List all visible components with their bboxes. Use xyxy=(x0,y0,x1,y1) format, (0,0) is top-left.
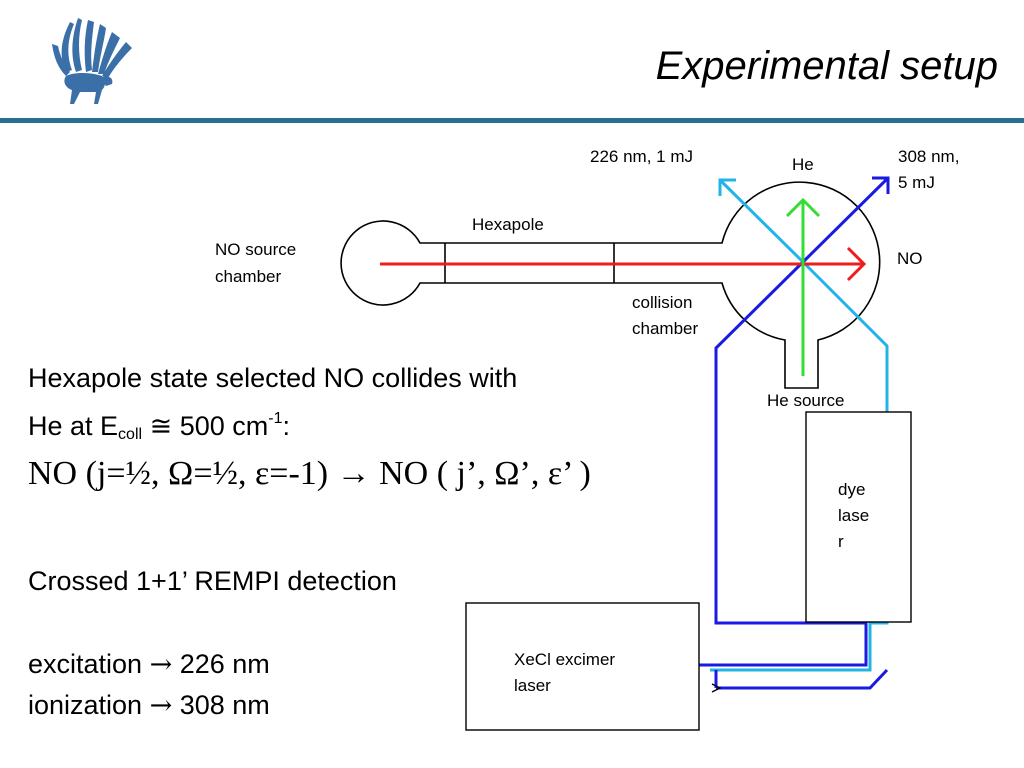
laser-226-label: 226 nm, 1 mJ xyxy=(590,147,693,166)
collision-label-line1: collision xyxy=(632,293,693,312)
approx-equal-symbol: ≅ xyxy=(149,411,173,442)
excitation-line: excitation → 226 nm xyxy=(28,648,270,681)
griffin-logo-icon xyxy=(52,18,132,104)
header-rule xyxy=(0,118,1024,123)
collision-he-text: He at E xyxy=(28,411,119,441)
he-beam-arrowhead xyxy=(785,197,821,218)
no-source-label-line1: NO source xyxy=(215,240,297,259)
collision-label-line2: chamber xyxy=(632,319,699,338)
ionization-arrow-icon: → xyxy=(149,690,173,721)
dye-laser-label-line2: lase xyxy=(838,506,870,525)
energy-value: 500 cm xyxy=(172,411,269,441)
laser-308-arrowhead xyxy=(872,176,890,194)
collision-description-line2: He at Ecoll ≅ 500 cm-1: xyxy=(28,402,290,451)
xecl-laser-label-line2: laser xyxy=(514,676,551,695)
xecl-laser-label-line1: XeCl excimer xyxy=(514,650,616,669)
excitation-arrow-icon: → xyxy=(149,649,173,680)
dye-laser-label-line1: dye xyxy=(838,480,866,499)
laser-308-label-line1: 308 nm, xyxy=(898,147,960,166)
laser-308-return xyxy=(716,668,889,690)
dye-laser-label-line3: r xyxy=(838,532,844,551)
collision-description-line1: Hexapole state selected NO collides with xyxy=(28,363,518,393)
unit-exponent: -1 xyxy=(268,410,283,427)
excitation-wavelength: 226 nm xyxy=(172,649,270,679)
laser-226-arrowhead xyxy=(718,178,736,196)
laser-308-label-line2: 5 mJ xyxy=(898,173,935,192)
dye-laser-box xyxy=(805,411,912,623)
excitation-text: excitation xyxy=(28,649,143,679)
ionization-line: ionization → 308 nm xyxy=(28,689,270,722)
apparatus-outline xyxy=(340,181,881,389)
reaction-equation: NO (j=½, Ω=½, ε=-1) → NO ( j’, Ω’, ε’ ) xyxy=(28,455,591,492)
no-beam-label: NO xyxy=(897,249,923,268)
ionization-text: ionization xyxy=(28,690,143,720)
hexapole-label: Hexapole xyxy=(472,215,544,234)
no-source-label-line2: chamber xyxy=(215,267,282,286)
ecoll-subscript: coll xyxy=(118,426,143,443)
no-beam-arrowhead xyxy=(846,246,867,282)
he-source-label: He source xyxy=(767,391,845,410)
he-label: He xyxy=(792,155,814,174)
xecl-laser-box xyxy=(465,602,700,731)
connector-mark xyxy=(711,683,722,693)
ionization-wavelength: 308 nm xyxy=(172,690,270,720)
rempi-detection-text: Crossed 1+1’ REMPI detection xyxy=(28,566,397,596)
colon-text: : xyxy=(282,411,290,441)
slide-title: Experimental setup xyxy=(655,44,998,88)
